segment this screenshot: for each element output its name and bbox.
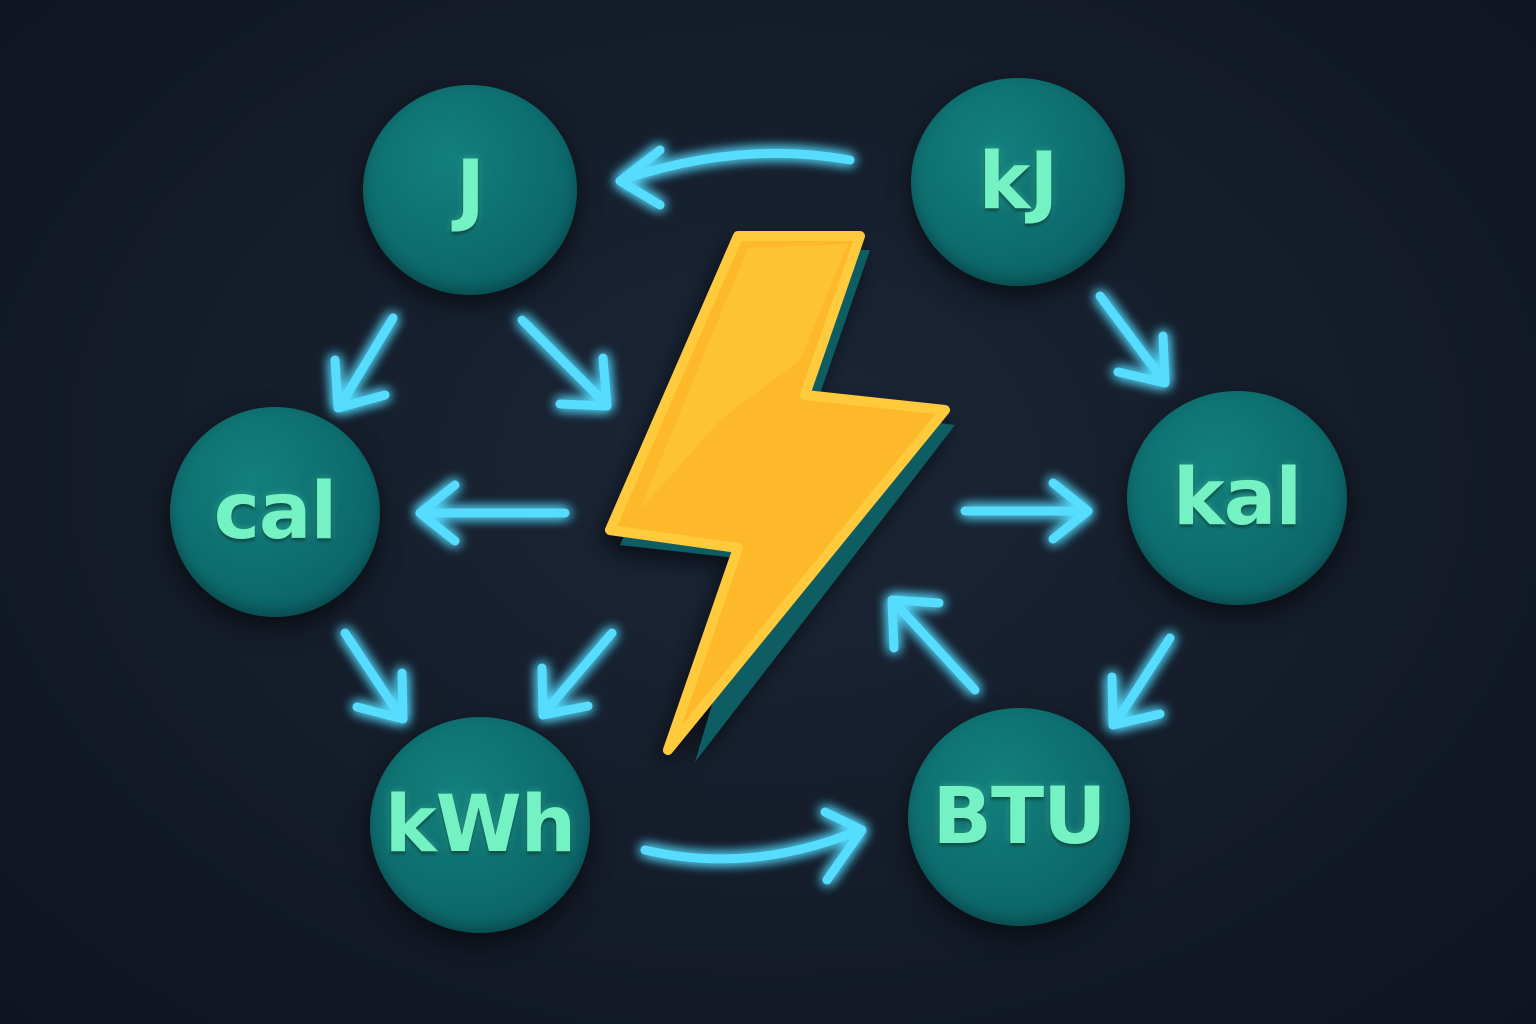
unit-btu: BTU [908, 708, 1130, 926]
arrow-kwh-to-btu [640, 807, 867, 885]
arrow-center-to-kwh [537, 628, 617, 720]
arrow-cal-to-kwh [340, 628, 408, 724]
unit-label: kJ [978, 137, 1059, 227]
arrow-center-to-cal [415, 480, 570, 546]
arrow-btu-to-center [887, 595, 980, 695]
unit-label: kWh [384, 780, 576, 870]
unit-joule: J [363, 85, 577, 295]
arrow-kj-to-j [615, 145, 855, 210]
unit-label: BTU [932, 772, 1107, 862]
unit-calorie: cal [170, 407, 380, 617]
arrow-kj-to-kal [1095, 291, 1170, 388]
unit-label: cal [213, 467, 338, 557]
unit-label: J [455, 145, 485, 235]
unit-kilowatt-hour: kWh [370, 717, 590, 933]
unit-kilocalorie: kal [1127, 391, 1347, 605]
unit-label: kal [1172, 453, 1302, 543]
arrow-kal-to-btu [1107, 633, 1175, 730]
unit-kilojoule: kJ [911, 78, 1125, 286]
arrow-j-to-center [517, 315, 612, 411]
arrow-center-to-kal [960, 478, 1093, 544]
arrow-j-to-cal [330, 313, 398, 413]
lightning-bolt-icon [605, 231, 955, 762]
